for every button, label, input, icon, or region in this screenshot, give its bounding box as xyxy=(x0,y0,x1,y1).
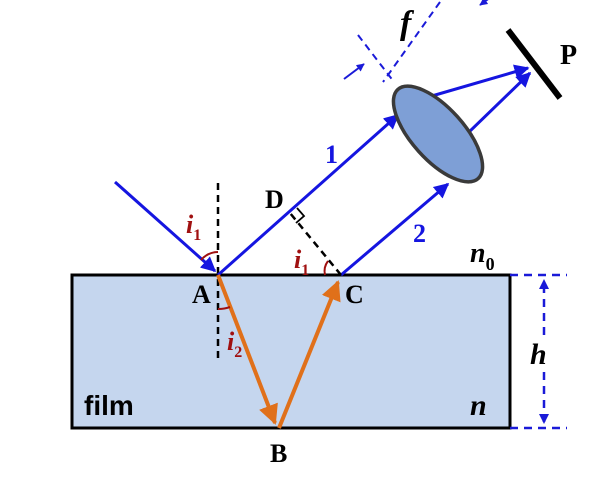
label-P: P xyxy=(560,40,577,71)
focal-arrow-left xyxy=(343,63,365,80)
refracted-ray-AB xyxy=(216,274,278,425)
label-ray-2: 2 xyxy=(413,219,426,248)
label-h: h xyxy=(530,338,547,371)
label-n0: n0 xyxy=(470,238,495,274)
reflected-ray-1 xyxy=(217,113,400,277)
angle-arc-i2 xyxy=(217,306,231,311)
label-f: f xyxy=(400,5,415,42)
screen-P xyxy=(505,28,563,100)
reflected-ray-BC xyxy=(277,280,341,429)
incident-ray xyxy=(114,180,217,273)
focal-dash-outer xyxy=(357,34,395,83)
right-angle-mark xyxy=(295,207,306,224)
angle-arc-i1-right xyxy=(323,260,329,276)
label-ray-1: 1 xyxy=(325,140,338,169)
angle-arc-i1-left xyxy=(200,251,219,261)
emerging-ray-2 xyxy=(340,182,450,277)
label-A: A xyxy=(192,280,211,309)
focus-ray-upper xyxy=(417,64,530,102)
label-i2: i2 xyxy=(227,327,242,361)
label-n: n xyxy=(470,389,487,422)
label-D: D xyxy=(265,185,284,214)
label-i1-left: i1 xyxy=(186,210,201,244)
focal-arrow-right xyxy=(479,0,489,6)
perpendicular-CD xyxy=(289,212,342,276)
focus-ray-lower xyxy=(466,71,532,135)
label-C: C xyxy=(345,280,364,309)
converging-lens xyxy=(391,84,485,184)
label-B: B xyxy=(270,439,287,468)
film-slab xyxy=(70,273,512,430)
focal-dash-lens-side xyxy=(382,1,441,83)
label-i1-right: i1 xyxy=(294,245,309,279)
label-film: film xyxy=(84,390,134,421)
